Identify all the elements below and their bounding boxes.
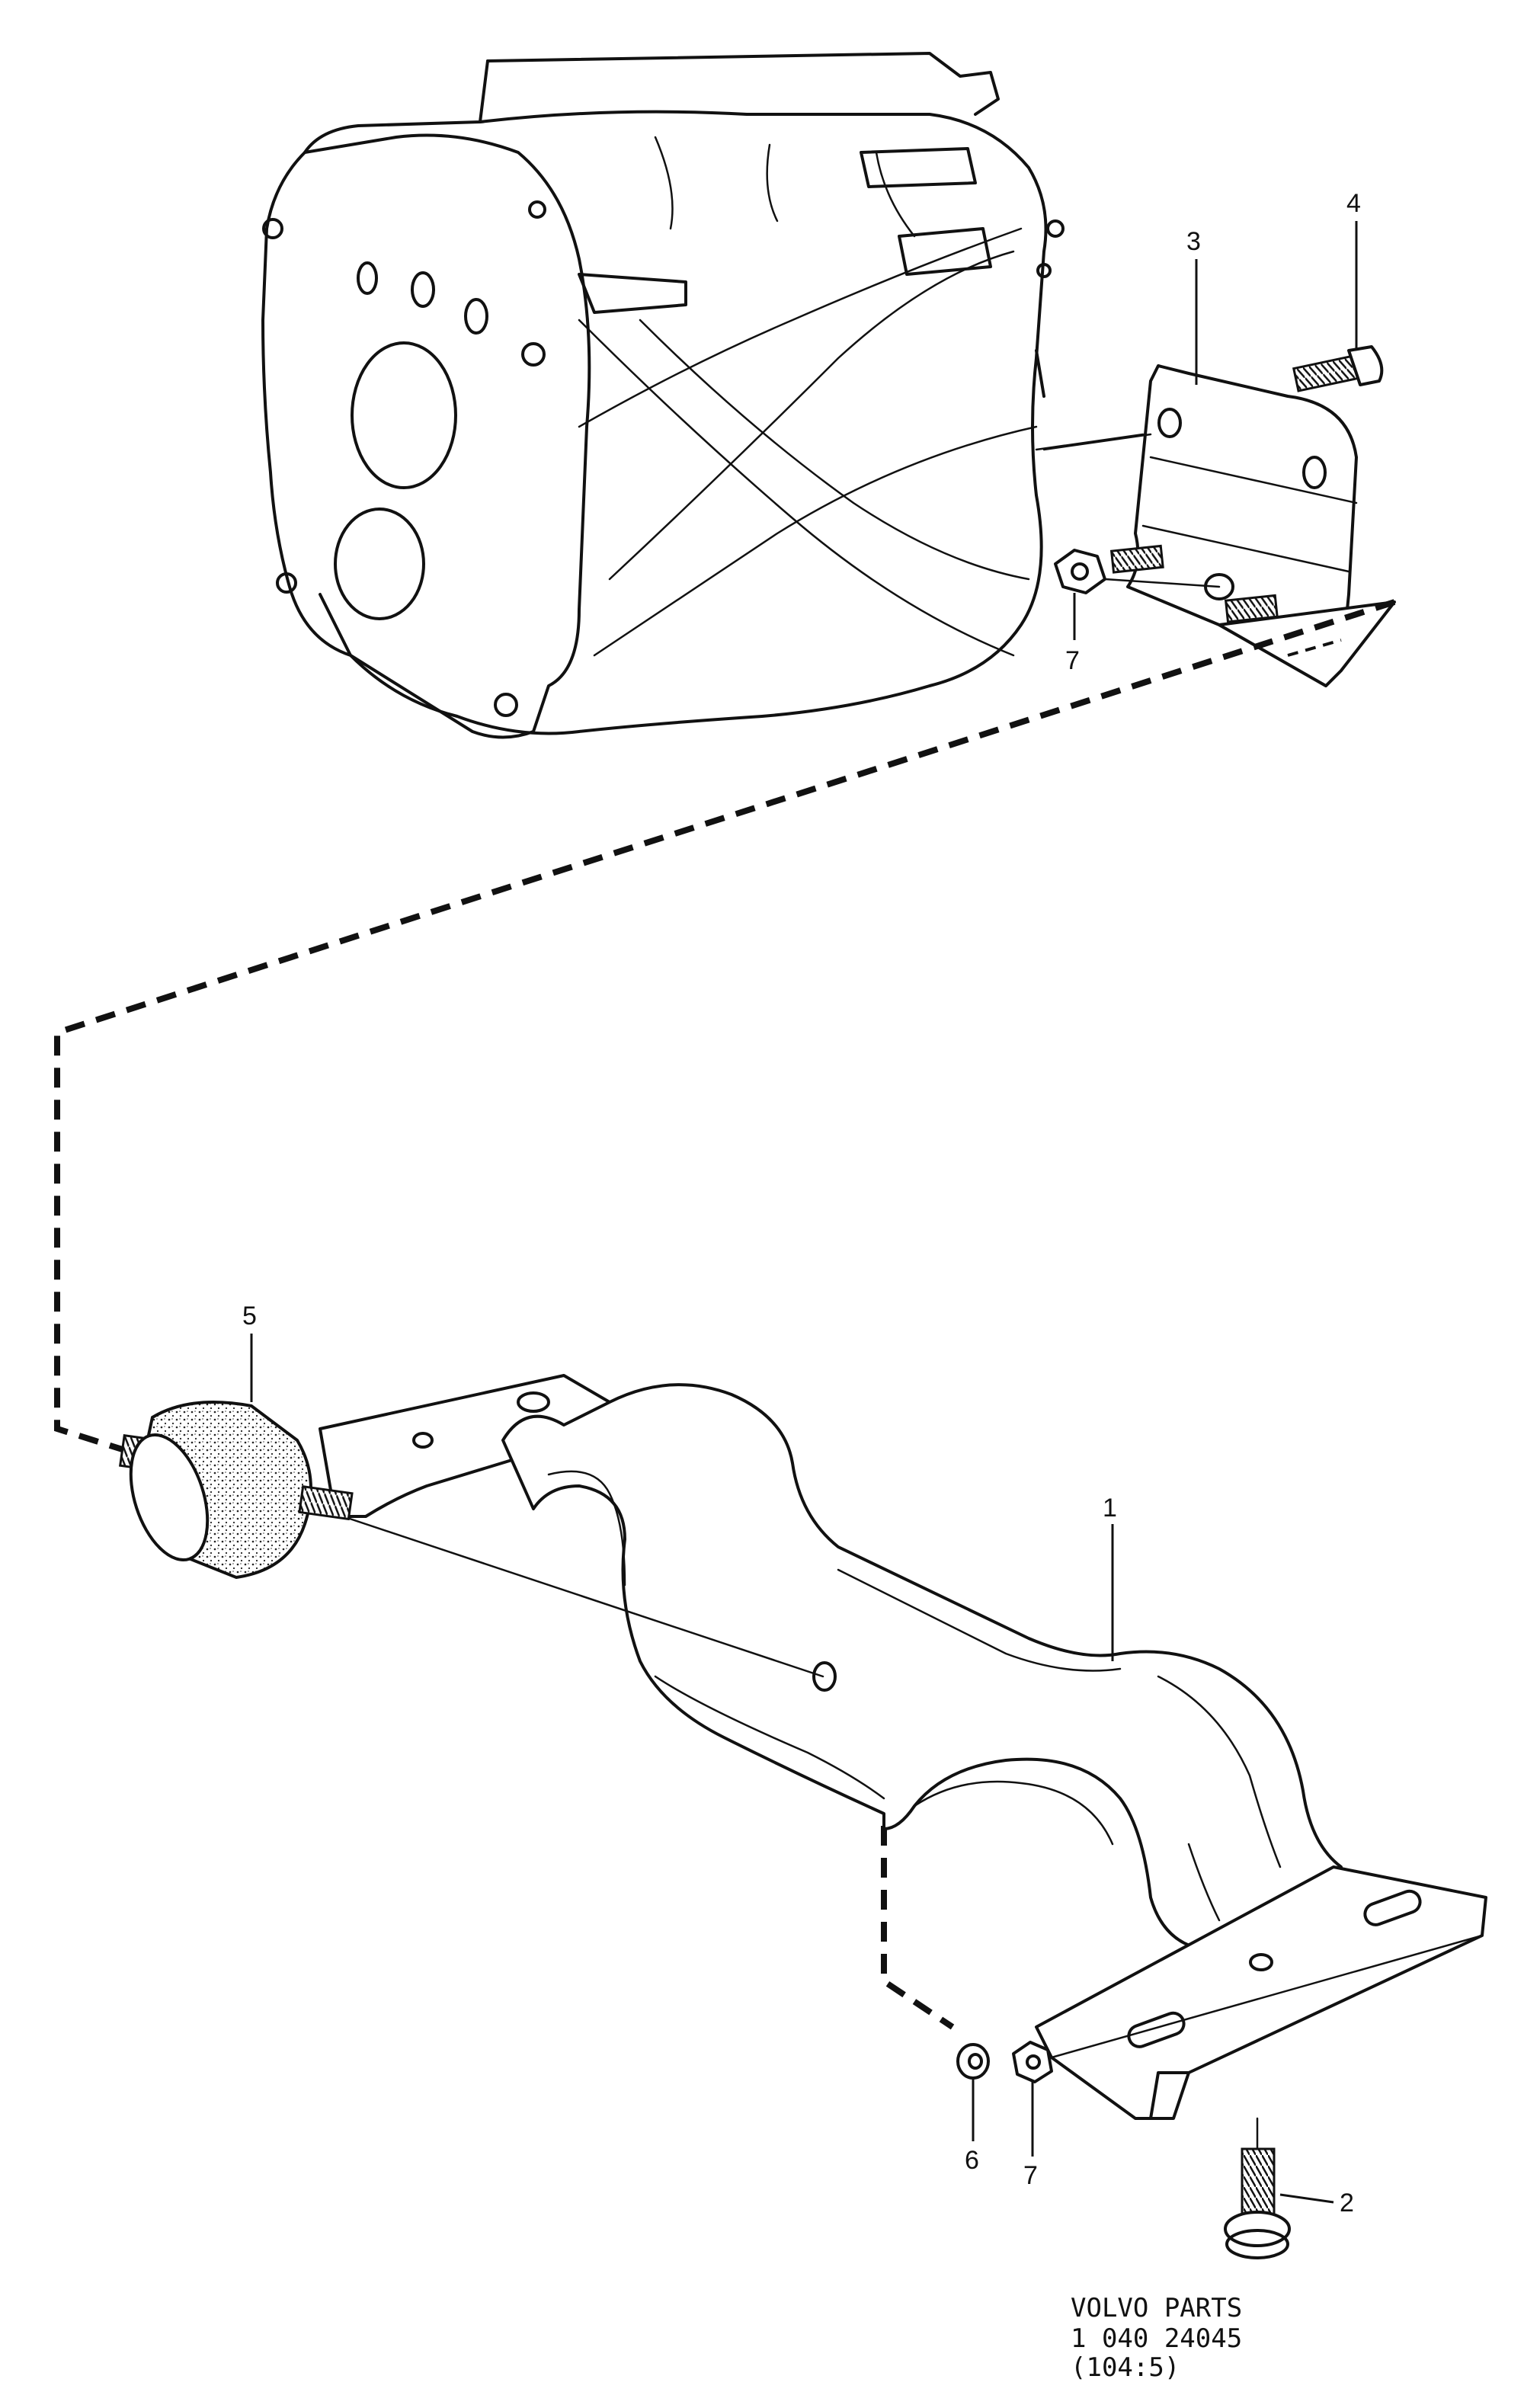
reference-brand: VOLVO PARTS	[1071, 2293, 1242, 2323]
callout-label: 7	[1065, 646, 1080, 675]
callout-label: 4	[1346, 189, 1361, 218]
callout-label: 3	[1186, 227, 1201, 256]
bracket-studs	[1103, 544, 1279, 623]
washer-6	[956, 2043, 990, 2080]
gearbox-bracket	[1042, 364, 1396, 687]
callout-1: 1	[1103, 1494, 1117, 1661]
callout-7-upper: 7	[1065, 593, 1080, 675]
reference-section: (104:5)	[1071, 2352, 1180, 2383]
callout-2: 2	[1279, 2189, 1354, 2217]
reference-number: 1 040 24045	[1071, 2323, 1242, 2354]
callout-label: 7	[1023, 2161, 1038, 2190]
callout-5: 5	[242, 1302, 257, 1402]
callout-label: 6	[965, 2146, 979, 2175]
callout-3: 3	[1186, 227, 1201, 385]
crossmember	[319, 1374, 1487, 2120]
bolt-4	[1292, 345, 1384, 392]
bolt-2	[1224, 2117, 1291, 2259]
callout-label: 1	[1103, 1494, 1117, 1523]
callout-7-lower: 7	[1023, 2082, 1038, 2190]
callout-label: 5	[242, 1302, 257, 1330]
callout-label: 2	[1340, 2189, 1354, 2217]
callout-6: 6	[965, 2079, 979, 2175]
callout-4: 4	[1346, 189, 1361, 351]
nut-7-lower	[1012, 2041, 1053, 2083]
gearbox-housing	[261, 52, 1145, 739]
reference-block: VOLVO PARTS 1 040 24045 (104:5)	[1071, 2293, 1242, 2383]
rubber-mount	[118, 1401, 354, 1580]
assembly-dashed-line	[54, 599, 1396, 1455]
nut-7-upper	[1054, 549, 1106, 594]
